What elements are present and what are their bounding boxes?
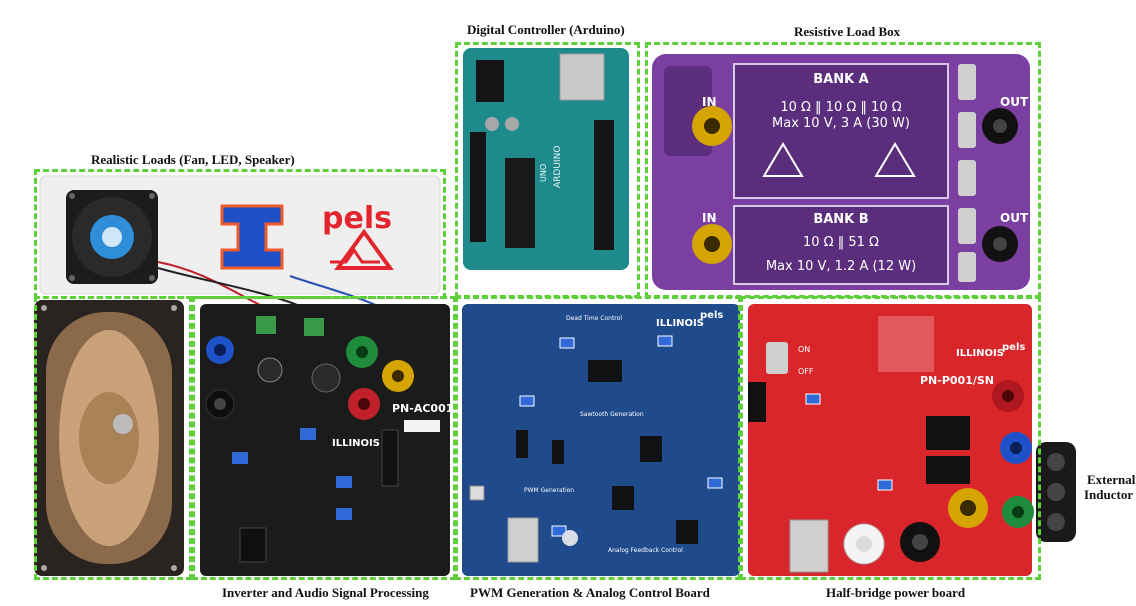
external-inductor-icon: [1036, 442, 1076, 542]
half-bridge-label: Half-bridge power board: [826, 585, 966, 600]
arduino-uno-text: UNO: [539, 164, 548, 182]
arduino-logo-text: ARDUINO: [553, 146, 563, 188]
pwm-board-outline: [455, 296, 741, 580]
pwm-control-board: ILLINOIS pels Dead Time Control Sawtooth…: [462, 304, 740, 576]
inverter-audio-board: PN-AC001/SN ILLINOIS: [200, 304, 475, 576]
half-bridge-illinois-text: ILLINOIS: [956, 348, 1004, 359]
illinois-logo-icon: [220, 204, 284, 270]
resistive-load-box: BANK A 10 Ω ‖ 10 Ω ‖ 10 Ω Max 10 V, 3 A …: [652, 54, 1030, 290]
bank-b-resistance: 10 Ω ‖ 51 Ω: [803, 235, 879, 250]
external-inductor-label-line2: Inductor: [1084, 487, 1134, 502]
hot-surface-warning-icon: [762, 142, 916, 177]
bank-b-out-label: OUT: [1000, 211, 1029, 225]
bank-a-rating: Max 10 V, 3 A (30 W): [772, 116, 910, 131]
inverter-audio-label: Inverter and Audio Signal Processing: [222, 585, 429, 600]
half-bridge-board: ILLINOIS pels PN-P001/SN ON OFF: [748, 304, 1034, 576]
pwm-analog-feedback-text: Analog Feedback Control: [608, 547, 683, 554]
svg-text:pels: pels: [322, 201, 392, 236]
pels-logo-icon: pels: [322, 201, 394, 270]
toggle-on-label: ON: [798, 345, 810, 354]
bank-a-resistance: 10 Ω ‖ 10 Ω ‖ 10 Ω: [780, 100, 901, 115]
pwm-illinois-text: ILLINOIS: [656, 318, 704, 329]
resistive-load-box-outline: [645, 42, 1041, 298]
speaker-icon: [34, 300, 184, 576]
pwm-pels-text: pels: [700, 310, 723, 321]
bank-b-title: BANK B: [813, 212, 868, 227]
arduino-board: ARDUINO UNO: [463, 48, 629, 270]
resistive-load-box-label: Resistive Load Box: [794, 24, 901, 39]
fan-icon: [66, 190, 158, 284]
inverter-illinois-text: ILLINOIS: [332, 438, 380, 449]
pwm-generation-text: PWM Generation: [524, 487, 574, 494]
digital-controller-outline: [455, 42, 640, 298]
toggle-off-label: OFF: [798, 367, 814, 376]
bank-a-title: BANK A: [813, 72, 869, 87]
bank-b-in-label: IN: [702, 211, 717, 225]
bank-b-rating: Max 10 V, 1.2 A (12 W): [766, 259, 916, 274]
pwm-dead-time-text: Dead Time Control: [566, 315, 622, 322]
inverter-audio-outline: [192, 296, 456, 580]
half-bridge-pels-text: pels: [1002, 342, 1025, 353]
digital-controller-label: Digital Controller (Arduino): [467, 22, 625, 37]
realistic-loads-outline: [34, 169, 446, 299]
power-toggle-icon: [766, 342, 788, 374]
pwm-sawtooth-text: Sawtooth Generation: [580, 411, 644, 418]
speaker-outline: [34, 296, 192, 580]
pwm-board-label: PWM Generation & Analog Control Board: [470, 585, 710, 600]
half-bridge-outline: [740, 296, 1041, 580]
external-inductor-label-line1: External: [1087, 472, 1136, 487]
realistic-loads-label: Realistic Loads (Fan, LED, Speaker): [91, 152, 295, 167]
half-bridge-part-number: PN-P001/SN: [920, 374, 994, 387]
bank-a-out-label: OUT: [1000, 95, 1029, 109]
bank-a-in-label: IN: [702, 95, 717, 109]
